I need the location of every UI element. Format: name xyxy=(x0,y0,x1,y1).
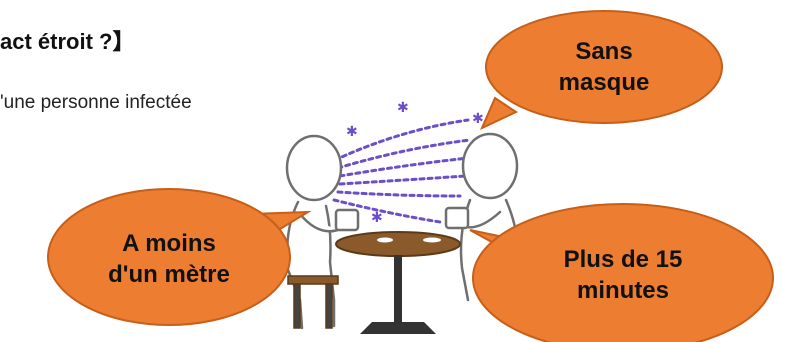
virus-particles: ✱ ✱ ✱ ✱ xyxy=(346,100,484,226)
left-person xyxy=(285,134,360,330)
cafe-table xyxy=(335,231,461,334)
right-person xyxy=(444,132,520,302)
bubble-line: minutes xyxy=(576,277,669,304)
droplet-spray xyxy=(332,118,472,224)
bubble-line: Sans xyxy=(575,38,633,65)
virus-icon: ✱ xyxy=(472,111,484,127)
bubble-line: Plus de 15 xyxy=(563,246,683,273)
bubble-text-less-than-one-meter: A moins d'un mètre xyxy=(84,228,254,290)
bubble-line: d'un mètre xyxy=(108,261,230,288)
bubble-less-than-one-meter xyxy=(47,188,312,326)
heading: act étroit ?】 xyxy=(0,29,135,54)
stool xyxy=(287,275,339,329)
bubble-line: masque xyxy=(558,69,650,96)
bubble-more-than-15-minutes xyxy=(469,203,774,342)
bubble-no-mask xyxy=(480,10,723,131)
virus-icon: ✱ xyxy=(346,124,358,140)
virus-icon: ✱ xyxy=(371,210,383,226)
bubble-line: A moins xyxy=(122,230,216,257)
bubble-text-no-mask: Sans masque xyxy=(534,36,674,98)
bubble-text-more-than-15-minutes: Plus de 15 minutes xyxy=(538,244,708,306)
virus-icon: ✱ xyxy=(397,100,409,116)
subtext: 'une personne infectée xyxy=(0,92,192,113)
